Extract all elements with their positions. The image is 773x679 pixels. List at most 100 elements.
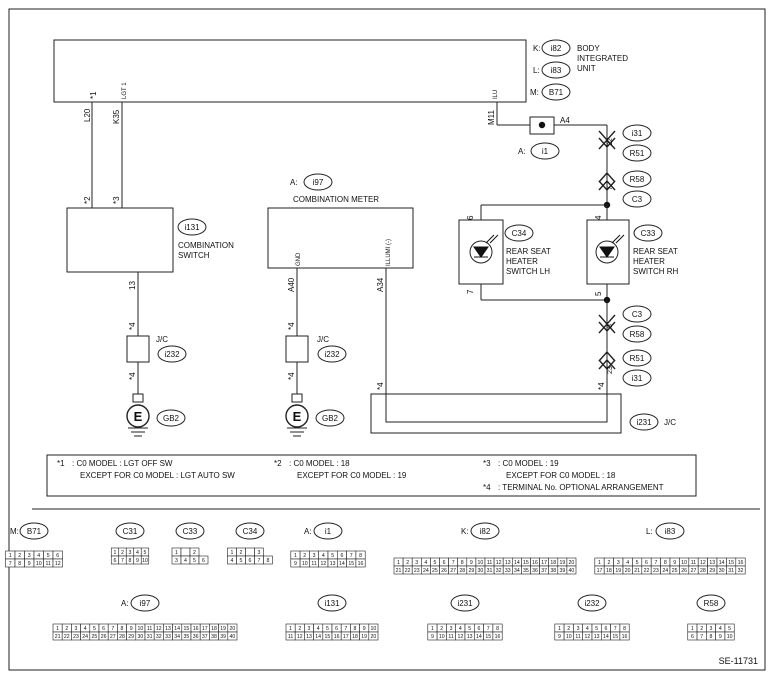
connector-face-oval bbox=[450, 594, 480, 612]
inline-connector-c3-upper bbox=[598, 171, 616, 192]
connector-pin-number: 11 bbox=[575, 634, 580, 640]
combination-switch-label-2: SWITCH bbox=[178, 251, 210, 260]
connector-pin-number: 26 bbox=[101, 634, 107, 640]
connector-pin-number: 26 bbox=[441, 568, 447, 574]
connector-pin-number: 6 bbox=[645, 560, 648, 566]
inline-pin-8: 8 bbox=[607, 324, 614, 328]
note3-mark: *3 bbox=[483, 459, 491, 468]
connector-pin-number: 2 bbox=[303, 553, 306, 559]
connector-pin-number: 3 bbox=[175, 558, 178, 564]
connector-pin-number: 5 bbox=[331, 553, 334, 559]
connector-pin-number: 3 bbox=[617, 560, 620, 566]
connector-pin-number: 13 bbox=[165, 626, 171, 632]
connector-pin-cell bbox=[227, 631, 238, 641]
connector-pin-number: 19 bbox=[615, 568, 621, 574]
connector-pin-number: 30 bbox=[138, 634, 144, 640]
pin-label-star1: *1 bbox=[89, 91, 98, 99]
switch-rh-diode-icon bbox=[599, 246, 615, 258]
note4-mark: *4 bbox=[483, 483, 491, 492]
connector-pin-number: 39 bbox=[220, 634, 226, 640]
jc-bottom-star4-left: *4 bbox=[376, 382, 385, 390]
ground-left-id-oval bbox=[156, 409, 186, 427]
connector-pin-number: 9 bbox=[294, 561, 297, 567]
combination-meter-prefix: A: bbox=[290, 178, 298, 187]
jc-mid-connector-id: i232 bbox=[324, 350, 340, 359]
connector-pin-number: 7 bbox=[350, 553, 353, 559]
connector-pin-number: 2 bbox=[567, 626, 570, 632]
combination-meter-connector-id: i97 bbox=[313, 178, 324, 187]
connector-pin-number: 4 bbox=[37, 553, 40, 559]
connector-face-oval bbox=[313, 522, 343, 540]
inline-i31-id-upper: i31 bbox=[632, 129, 643, 138]
connector-pin-number: 32 bbox=[738, 568, 744, 574]
wire-label-a40: A40 bbox=[287, 277, 296, 292]
ground-mid-symbol: E bbox=[293, 409, 302, 424]
connector-pin-number: 18 bbox=[352, 634, 358, 640]
connector-pin-number: 4 bbox=[626, 560, 629, 566]
connector-pin-number: 20 bbox=[625, 568, 631, 574]
connector-face-id: i82 bbox=[480, 527, 491, 536]
connector-pin-number: 15 bbox=[184, 626, 190, 632]
connector-pin-number: 3 bbox=[577, 626, 580, 632]
connector-face-id: i83 bbox=[665, 527, 676, 536]
note2-mark: *2 bbox=[274, 459, 282, 468]
connector-pin-number: 13 bbox=[505, 560, 511, 566]
connector-pin-number: 3 bbox=[28, 553, 31, 559]
jc-bottom-connector-id: i231 bbox=[636, 418, 652, 427]
connector-pin-number: 7 bbox=[344, 626, 347, 632]
connector-pin-number: 17 bbox=[541, 560, 547, 566]
connector-pin-number: 22 bbox=[405, 568, 411, 574]
connector-pin-number: 14 bbox=[174, 626, 180, 632]
connector-pin-number: 1 bbox=[289, 626, 292, 632]
switch-rh-light-arrow-icon bbox=[611, 234, 625, 244]
inline-r58-oval-lower bbox=[622, 325, 652, 343]
jc-mid-box bbox=[285, 335, 309, 363]
connector-pin-number: 9 bbox=[470, 560, 473, 566]
inline-r58-id-upper: R58 bbox=[630, 175, 645, 184]
connector-pin-number: 6 bbox=[335, 626, 338, 632]
connector-pin-number: 32 bbox=[156, 634, 162, 640]
ground-mid-terminal bbox=[291, 393, 303, 403]
connector-pin-number: 4 bbox=[231, 558, 234, 564]
combination-switch-pin-star2: *2 bbox=[83, 196, 92, 204]
note3-line1: : C0 MODEL : 19 bbox=[498, 459, 559, 468]
connector-pin-number: 6 bbox=[691, 634, 694, 640]
connector-pin-number: 24 bbox=[662, 568, 668, 574]
connector-a-splice bbox=[538, 121, 546, 129]
note2-line1: : C0 MODEL : 18 bbox=[289, 459, 350, 468]
body-unit-connector-m: M: B71 bbox=[530, 83, 571, 101]
connector-pin-number: 16 bbox=[334, 634, 340, 640]
connector-pin-number: 13 bbox=[330, 561, 336, 567]
connector-pin-cell bbox=[492, 631, 503, 641]
connector-pin-number: 7 bbox=[654, 560, 657, 566]
connector-pin-number: 8 bbox=[18, 561, 21, 567]
connector-pin-number: 14 bbox=[476, 634, 482, 640]
connector-face-prefix: M: bbox=[10, 527, 19, 536]
connector-pin-number: 19 bbox=[220, 626, 226, 632]
connector-pin-number: 8 bbox=[623, 626, 626, 632]
inline-i31-id-lower: i31 bbox=[632, 374, 643, 383]
connector-pin-number: 5 bbox=[468, 626, 471, 632]
connector-pin-number: 18 bbox=[550, 560, 556, 566]
connector-pin-number: 14 bbox=[315, 634, 321, 640]
connector-pin-number: 10 bbox=[138, 626, 144, 632]
connector-pin-number: 20 bbox=[230, 626, 236, 632]
inline-r51-id-lower: R51 bbox=[630, 354, 645, 363]
connector-pin-number: 4 bbox=[719, 626, 722, 632]
connector-face-prefix: A: bbox=[121, 599, 129, 608]
connector-pin-number: 9 bbox=[719, 634, 722, 640]
inline-c3-id-upper: C3 bbox=[632, 195, 643, 204]
connector-pin-number: 40 bbox=[230, 634, 236, 640]
connector-pin-number: 34 bbox=[174, 634, 180, 640]
connector-pin-number: 10 bbox=[371, 626, 377, 632]
inline-i31-oval-upper bbox=[622, 124, 652, 142]
connector-pin-cell bbox=[140, 555, 150, 565]
connector-pin-number: 11 bbox=[448, 634, 453, 640]
connector-pin-number: 36 bbox=[193, 634, 199, 640]
connector-pin-number: 28 bbox=[700, 568, 706, 574]
connector-pin-number: 22 bbox=[644, 568, 650, 574]
jc-left-box bbox=[126, 335, 150, 363]
